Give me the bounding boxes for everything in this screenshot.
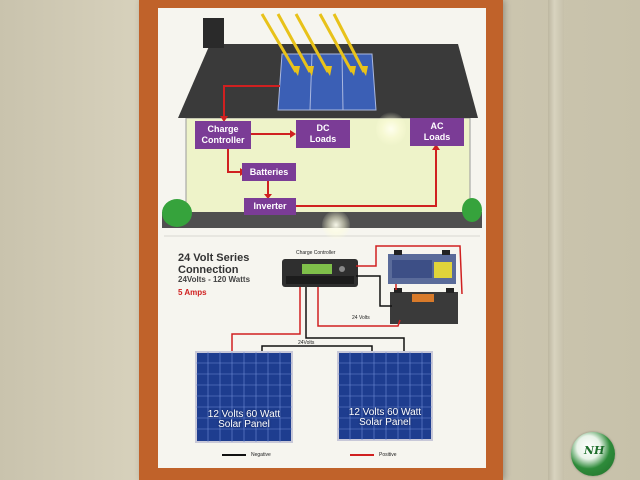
- solar-panel-right: [337, 351, 433, 441]
- dc-loads-box: DC Loads: [296, 120, 350, 148]
- charge-controller-label: Charge Controller: [296, 250, 336, 256]
- house-wiring: [223, 85, 437, 207]
- wiring-amps: 5 Amps: [178, 288, 207, 297]
- roof-solar-panel: [277, 53, 377, 111]
- legend-positive-label: Positive: [379, 452, 397, 458]
- bush-right: [462, 198, 482, 222]
- sun-rays: [260, 13, 366, 73]
- door-frame-edge: [548, 0, 564, 480]
- battery-bottom: [390, 288, 458, 324]
- legend-negative-label: Negative: [251, 452, 271, 458]
- panel-wire-label: 24Volts: [298, 340, 315, 346]
- inverter-box: Inverter: [244, 198, 296, 215]
- solar-panel-right-label: 12 Volts 60 Watt Solar Panel: [348, 407, 422, 428]
- glare-upper: [376, 112, 406, 146]
- ac-loads-box: AC Loads: [410, 118, 464, 146]
- sun-ray-heads: [292, 66, 368, 76]
- wiring-spec: 24Volts - 120 Watts: [178, 275, 251, 284]
- charge-controller-device: [282, 259, 358, 287]
- watermark-badge-text: NH: [584, 444, 605, 457]
- wiring-title: 24 Volt Series Connection: [178, 252, 250, 276]
- charge-controller-box: Charge Controller: [195, 121, 251, 149]
- battery-wire-label: 24 Volts: [352, 315, 370, 321]
- glare-lower: [322, 210, 350, 240]
- solar-panel-left: [195, 351, 293, 443]
- bush-left: [162, 199, 192, 227]
- batteries-box: Batteries: [242, 163, 296, 181]
- battery-top: [388, 250, 456, 284]
- watermark-badge: NH: [571, 432, 615, 476]
- chimney: [203, 18, 224, 48]
- series-wiring: [231, 245, 463, 352]
- solar-panel-left-label: 12 Volts 60 Watt Solar Panel: [207, 409, 281, 430]
